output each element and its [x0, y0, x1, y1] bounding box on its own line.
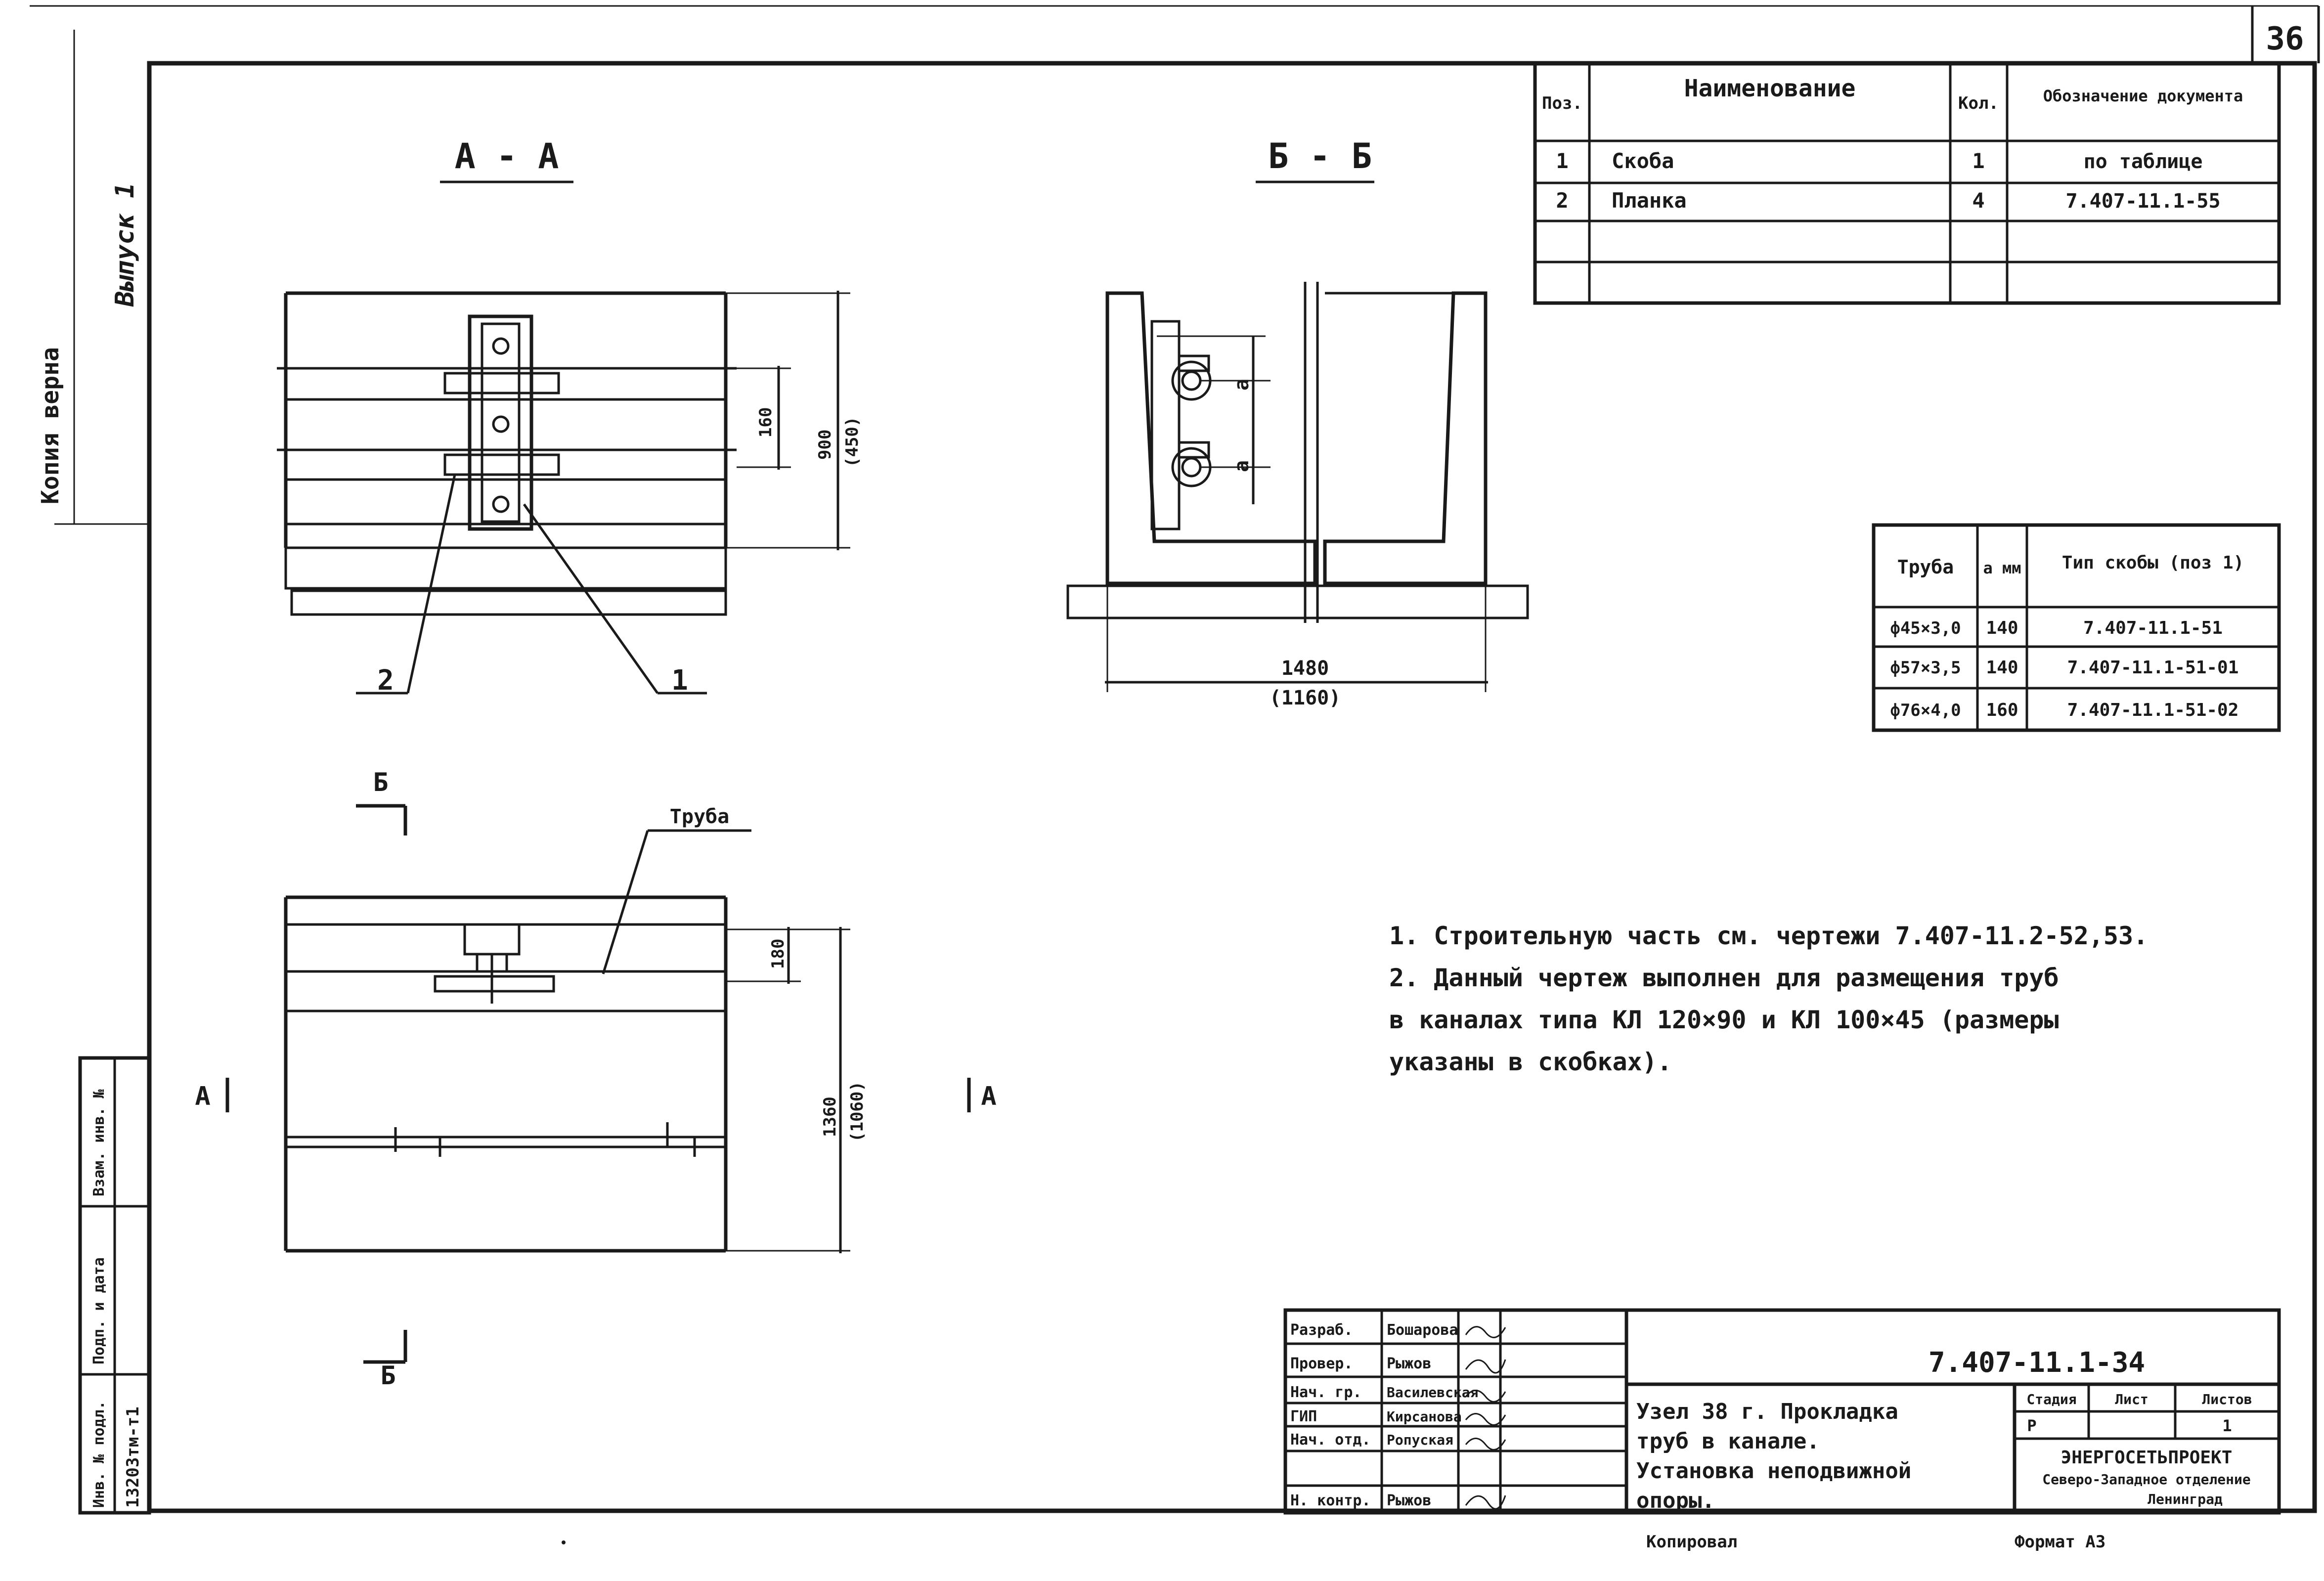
footer: Копировал Формат А3 [562, 1532, 2105, 1552]
position-2-label: 2 [377, 664, 394, 697]
role-1-label: Разраб. [1290, 1321, 1353, 1339]
role-3-label: Нач. гр. [1290, 1384, 1362, 1401]
pipe-header-a: a мм [1983, 559, 2021, 577]
note-line-2: 2. Данный чертеж выполнен для размещения… [1389, 964, 2059, 992]
title-line-1: Узел 38 г. Прокладка [1636, 1399, 1898, 1424]
dim-a-1: a [1230, 379, 1253, 391]
spec-row2-qty: 4 [1972, 188, 1984, 213]
dim-1480: 1480 [1281, 657, 1329, 680]
role-6-label: Н. контр. [1290, 1492, 1371, 1509]
marker-a-right: А [981, 1082, 996, 1111]
role-6-name: Рыжов [1387, 1492, 1431, 1509]
pipe-row2-pipe: ф57×3,5 [1890, 658, 1961, 678]
title-block: Разраб. Бошарова Провер. Рыжов Нач. гр. … [1283, 1308, 2281, 1515]
margin-notes: Копия верна Выпуск 1 [37, 30, 148, 525]
pipe-row1-pipe: ф45×3,0 [1890, 618, 1961, 638]
spec-row2-pos: 2 [1556, 188, 1568, 213]
pipe-label: Труба [670, 805, 729, 828]
org-line-1: ЭНЕРГОСЕТЬПРОЕКТ [2061, 1448, 2233, 1468]
replace-inv-label: Взам. инв. № [90, 1089, 108, 1196]
spec-header-qty: Кол. [1958, 93, 1999, 113]
section-b-b: Б - Б a a 1480 (1160) [1066, 136, 1529, 709]
marker-b-top: Б [373, 768, 388, 797]
section-a-a-title: А - А [455, 136, 559, 176]
role-5-label: Нач. отд. [1290, 1431, 1371, 1449]
spec-row2-name: Планка [1612, 188, 1687, 213]
dim-a-2: a [1230, 460, 1253, 472]
marker-a-left: А [195, 1082, 210, 1111]
role-2-name: Рыжов [1387, 1355, 1431, 1372]
spec-header-name: Наименование [1684, 75, 1856, 102]
dim-180: 180 [768, 939, 788, 969]
signature-4 [1465, 1413, 1506, 1426]
issue-note: Выпуск 1 [110, 183, 140, 307]
pipe-row1-type: 7.407-11.1-51 [2083, 618, 2223, 638]
pipe-row3-pipe: ф76×4,0 [1890, 701, 1961, 720]
inv-no-label: Инв. № подл. [90, 1401, 108, 1508]
spec-row1-name: Скоба [1612, 149, 1674, 173]
notes: 1. Строительную часть см. чертежи 7.407-… [1389, 922, 2148, 1076]
dim-1360: 1360 [820, 1097, 840, 1137]
signature-3 [1465, 1390, 1506, 1403]
inv-no-value: 13203тм-т1 [123, 1406, 143, 1508]
sheet-number: 36 [2266, 21, 2304, 57]
sheet-label: Лист [2115, 1391, 2148, 1407]
dim-900: 900 [815, 430, 835, 460]
role-5-name: Ропуская [1387, 1432, 1453, 1448]
copied-label: Копировал [1646, 1532, 1737, 1552]
note-line-1: 1. Строительную часть см. чертежи 7.407-… [1389, 922, 2148, 950]
sheets-label: Листов [2202, 1391, 2252, 1407]
org-line-2: Северо-Западное отделение [2042, 1471, 2250, 1488]
org-line-3: Ленинград [2148, 1491, 2223, 1507]
pipe-header-pipe: Труба [1897, 556, 1954, 578]
sign-date-label: Подп. и дата [90, 1257, 108, 1364]
format-label: Формат А3 [2015, 1532, 2105, 1552]
dim-1160: (1160) [1270, 687, 1341, 709]
spec-table: Поз. Наименование Кол. Обозначение докум… [1533, 61, 2281, 305]
pipe-header-type: Тип скобы (поз 1) [2062, 553, 2244, 573]
doc-code: 7.407-11.1-34 [1929, 1347, 2145, 1379]
note-line-4: указаны в скобках). [1389, 1048, 1672, 1076]
dim-160-a: 160 [756, 407, 776, 438]
title-line-4: опоры. [1636, 1488, 1715, 1513]
title-line-2: труб в канале. [1636, 1429, 1820, 1454]
plan-view: Б Б А А Труба 18 [195, 768, 996, 1391]
dim-1060: (1060) [847, 1081, 867, 1142]
spec-row1-pos: 1 [1556, 149, 1568, 173]
role-1-name: Бошарова [1387, 1321, 1458, 1339]
role-3-name: Василевская [1387, 1384, 1478, 1401]
spec-header-doc: Обозначение документа [2043, 87, 2243, 105]
spec-row1-doc: по таблице [2084, 150, 2203, 173]
section-b-b-title: Б - Б [1268, 136, 1372, 176]
pipe-row3-type: 7.407-11.1-51-02 [2067, 700, 2239, 720]
signature-5 [1465, 1438, 1506, 1450]
pipe-row2-type: 7.407-11.1-51-01 [2067, 658, 2239, 678]
signature-6 [1465, 1495, 1506, 1510]
pipe-table: Труба a мм Тип скобы (поз 1) ф45×3,0 140… [1872, 523, 2281, 732]
position-1-label: 1 [671, 664, 688, 697]
stage-label: Стадия [2026, 1391, 2076, 1407]
stage-value: Р [2027, 1416, 2036, 1435]
note-line-3: в каналах типа КЛ 120×90 и КЛ 100×45 (ра… [1389, 1006, 2059, 1034]
spec-row1-qty: 1 [1972, 149, 1984, 173]
marker-b-bottom: Б [380, 1361, 395, 1391]
sheet-frame: 36 [30, 5, 2320, 1513]
pipe-row1-a: 140 [1986, 618, 2018, 638]
section-a-a: А - А 1 2 160 [277, 136, 862, 697]
sheets-value: 1 [2222, 1416, 2232, 1435]
spec-header-pos: Поз. [1542, 93, 1582, 113]
spec-row2-doc: 7.407-11.1-55 [2065, 190, 2220, 213]
role-2-label: Провер. [1290, 1355, 1353, 1372]
dim-450: (450) [842, 417, 862, 467]
role-4-label: ГИП [1290, 1408, 1317, 1425]
pipe-row2-a: 140 [1986, 658, 2018, 678]
signature-1 [1465, 1326, 1506, 1338]
role-4-name: Кирсанова [1387, 1408, 1462, 1425]
side-stamp: Взам. инв. № Подп. и дата Инв. № подл. 1… [78, 1056, 151, 1515]
pipe-row3-a: 160 [1986, 700, 2018, 720]
copy-approved-note: Копия верна [37, 347, 64, 504]
signature-2 [1465, 1359, 1506, 1374]
title-line-3: Установка неподвижной [1636, 1458, 1911, 1484]
